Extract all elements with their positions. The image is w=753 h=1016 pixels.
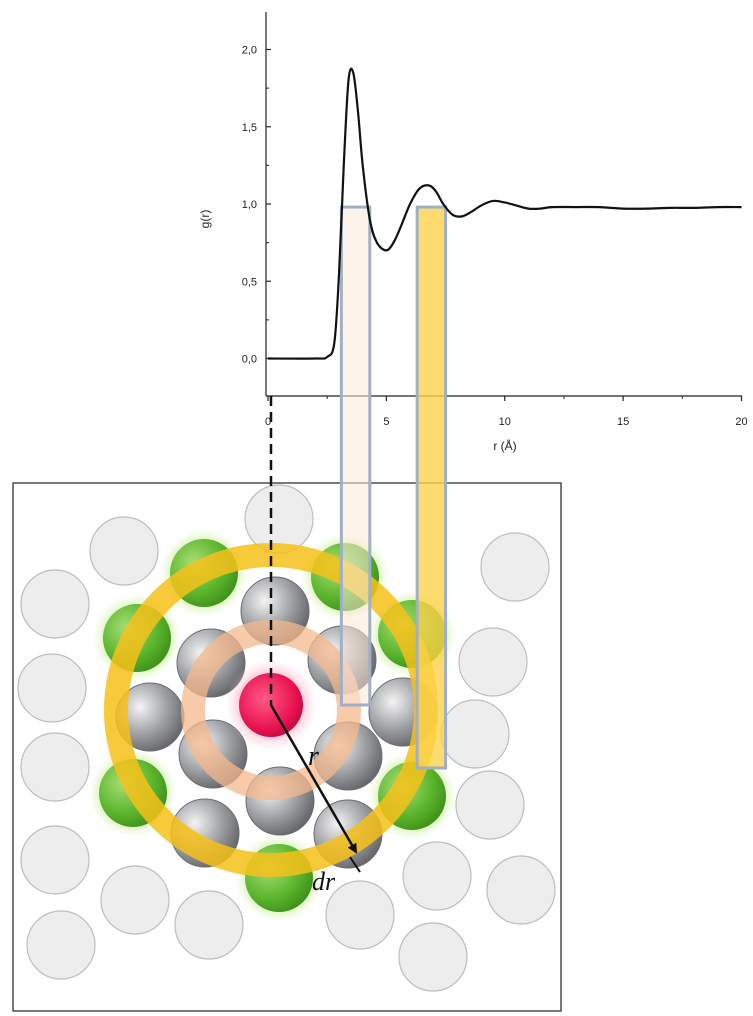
y-tick-label: 1,0	[242, 199, 257, 211]
shell-bar-second	[415, 205, 448, 770]
x-axis-ticks: 0 5 10 15 20	[265, 396, 748, 428]
outer-particle	[17, 653, 87, 723]
y-tick-label: 0,0	[242, 354, 257, 366]
first-shell-ring	[181, 620, 361, 800]
outer-particle	[486, 855, 556, 925]
y-axis-ticks: 0,0 0,5 1,0 1,5 2,0	[242, 45, 271, 366]
x-tick-label: 15	[617, 416, 629, 428]
radius-arrow	[269, 704, 358, 854]
outer-particle	[244, 484, 314, 554]
x-tick-label: 5	[383, 416, 389, 428]
outer-particle	[100, 865, 170, 935]
shell-width-arrow	[349, 856, 361, 873]
outer-particle	[398, 922, 468, 992]
outer-particles	[17, 484, 556, 992]
y-tick-label: 2,0	[242, 45, 257, 57]
outer-particle	[20, 732, 90, 802]
outer-particle	[458, 627, 528, 697]
radius-label: r	[308, 741, 319, 772]
y-tick-label: 0,5	[242, 276, 257, 288]
outer-particle	[480, 532, 550, 602]
outer-particle	[402, 841, 472, 911]
y-tick-label: 1,5	[242, 122, 257, 134]
outer-particle	[455, 770, 525, 840]
shell-width-label: dr	[312, 867, 336, 896]
outer-particle	[26, 910, 96, 980]
shell-bars	[339, 205, 448, 770]
outer-particle	[440, 699, 510, 769]
x-tick-label: 10	[499, 416, 511, 428]
x-tick-label: 0	[265, 416, 271, 428]
shell-bar-first	[339, 205, 372, 707]
particle-diagram: r dr	[12, 482, 562, 1012]
outer-particle	[89, 516, 159, 586]
outer-particle	[20, 569, 90, 639]
outer-particle	[174, 890, 244, 960]
rdf-chart: 0,0 0,5 1,0 1,5 2,0 0 5 10 15 20 g(r) r (Å)	[198, 12, 748, 770]
outer-particle	[20, 825, 90, 895]
x-axis-title: r (Å)	[493, 438, 516, 453]
x-tick-label: 20	[735, 416, 747, 428]
gr-curve-line	[267, 67, 742, 360]
y-axis-title: g(r)	[198, 210, 212, 229]
outer-particle	[325, 880, 395, 950]
